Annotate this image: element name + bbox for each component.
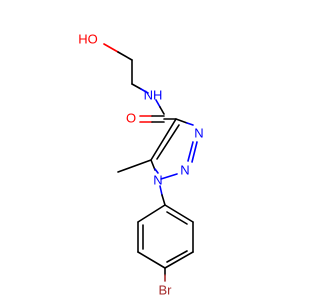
bond-n1-c5-a xyxy=(150,159,156,171)
bond-ar-6 xyxy=(137,204,166,223)
triazole-n2-label: N xyxy=(180,162,189,177)
bond-n1-aryl-n xyxy=(159,185,163,196)
bond-ar-4 xyxy=(137,251,166,269)
bond-n-carbonyl-c xyxy=(159,106,165,115)
bond-c-c-chain1 xyxy=(117,51,133,61)
bond-n1-c5-b xyxy=(154,168,159,174)
molecule-diagram: HO NH O N N N Br xyxy=(78,31,203,297)
bond-n1-aryl xyxy=(161,194,166,206)
atom-labels: HO NH O N N N Br xyxy=(78,31,203,297)
bond-ar-inner-1 xyxy=(166,211,188,225)
hydroxyl-label: HO xyxy=(78,31,98,46)
amide-nh-label: NH xyxy=(144,87,163,102)
triazole-n3-label: N xyxy=(194,125,203,140)
carbonyl-oxygen-label: O xyxy=(126,110,136,125)
bond-ar-3 xyxy=(164,251,194,269)
bond-n-c-chain xyxy=(140,88,149,94)
bond-c4-n3-n xyxy=(186,122,194,126)
bond-n3-n2-double xyxy=(187,141,194,162)
bond-o-c xyxy=(103,43,119,53)
bond-ar-1 xyxy=(164,204,194,223)
triazole-n1-label: N xyxy=(153,172,162,187)
bromine-label: Br xyxy=(159,282,173,297)
bond-c5-c4 xyxy=(150,118,177,161)
bond-n-carbonyl xyxy=(155,99,161,108)
bond-c5-methyl xyxy=(117,159,152,173)
bond-c5-c4-double xyxy=(156,124,180,160)
bond-ar-inner-2 xyxy=(166,250,188,263)
bond-n2-n1 xyxy=(160,173,178,180)
bonds xyxy=(103,43,198,282)
bond-c-n-chain xyxy=(131,83,142,90)
bond-n3-n2 xyxy=(191,141,198,163)
bond-c4-n3 xyxy=(175,118,188,124)
